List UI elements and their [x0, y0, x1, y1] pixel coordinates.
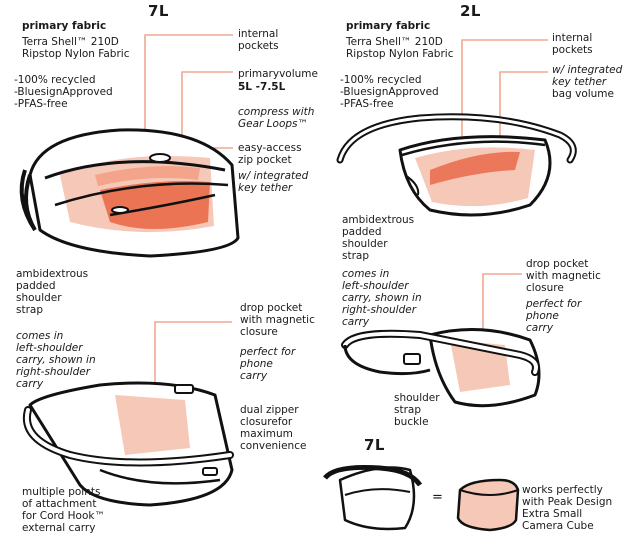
- note-camera-cube: works perfectly with Peak Design Extra S…: [522, 484, 613, 532]
- bag-7l-small-illustration: [323, 465, 423, 531]
- leader-drop-pocket-2l: [482, 273, 522, 335]
- label-zip-pocket-7l: easy-access zip pocket: [238, 142, 302, 166]
- label-drop-pocket-7l: drop pocket with magnetic closure: [240, 302, 315, 338]
- leader-internal-pockets: [144, 34, 233, 165]
- fabric-name-2l: Terra Shell™ 210D Ripstop Nylon Fabric: [346, 36, 454, 60]
- label-zipper-closure-7l: dual zipper closurefor maximum convenien…: [240, 404, 307, 452]
- fabric-name-7l: Terra Shell™ 210D Ripstop Nylon Fabric: [22, 36, 130, 60]
- leader-lines-left: [144, 34, 233, 395]
- size-title-cube-7l: 7L: [364, 436, 385, 454]
- label-drop-pocket-2l: drop pocket with magnetic closure: [526, 258, 601, 294]
- label-buckle-2l: shoulder strap buckle: [394, 392, 440, 428]
- fabric-heading-7l: primary fabric: [22, 20, 107, 32]
- note-carry-7l: comes in left-shoulder carry, shown in r…: [16, 330, 96, 390]
- label-attachment-7l: multiple points of attachment for Cord H…: [22, 486, 105, 534]
- label-internal-pockets-7l: internal pockets: [238, 28, 279, 52]
- label-bag-volume-2l: bag volume: [552, 88, 615, 100]
- fabric-features-7l: -100% recycled -BluesignApproved -PFAS-f…: [14, 74, 113, 110]
- bag-2l-bottom-illustration: [341, 328, 541, 408]
- note-key-tether-7l: w/ integrated key tether: [238, 170, 309, 194]
- label-internal-pockets-2l: internal pockets: [552, 32, 593, 56]
- bag-2l-top-illustration: [336, 113, 577, 217]
- label-primary-volume-7l: primaryvolume: [238, 68, 318, 80]
- note-phone-2l: perfect for phone carry: [526, 298, 582, 334]
- note-compress-7l: compress with Gear Loops™: [238, 106, 315, 130]
- camera-cube-illustration: [456, 478, 520, 532]
- leader-bag-volume-2l: [499, 71, 548, 150]
- fabric-heading-2l: primary fabric: [346, 20, 431, 32]
- label-strap-2l: ambidextrous padded shoulder strap: [342, 214, 415, 262]
- size-title-7l: 7L: [148, 2, 169, 20]
- note-key-tether-2l: w/ integrated key tether: [552, 64, 623, 88]
- leader-primary-volume: [181, 71, 233, 140]
- note-phone-7l: perfect for phone carry: [240, 346, 296, 382]
- value-primary-volume-7l: 5L -7.5L: [238, 81, 286, 93]
- bag-7l-top-illustration: [19, 128, 240, 258]
- bag-7l-bottom-illustration: [22, 381, 234, 507]
- leader-drop-pocket: [154, 321, 232, 395]
- label-strap-7l: ambidextrous padded shoulder strap: [16, 268, 89, 316]
- size-title-2l: 2L: [460, 2, 481, 20]
- fabric-features-2l: -100% recycled -BluesignApproved -PFAS-f…: [340, 74, 439, 110]
- note-carry-2l: comes in left-shoulder carry, shown in r…: [342, 268, 422, 328]
- equals-sign: =: [432, 490, 443, 505]
